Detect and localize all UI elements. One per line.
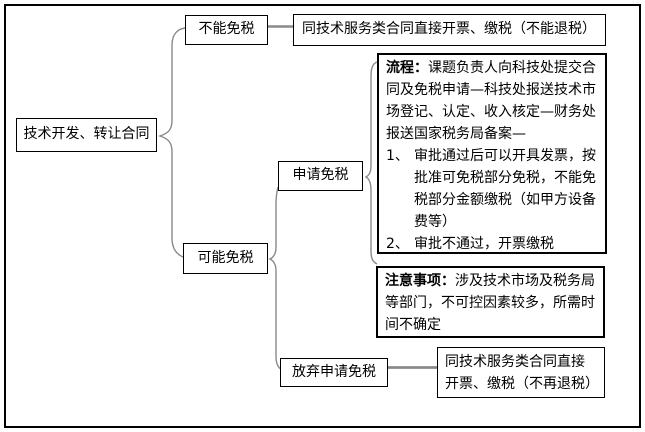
process-paragraph: 流程：课题负责人向科技处提交合同及免税申请—科技处报送技术市场登记、认定、收入核… (386, 57, 597, 145)
brace-maybe-exempt (268, 186, 282, 370)
process-step-1-text: 审批通过后可以开具发票，按批准可免税部分免税，不能免税部分金额缴税（如甲方设备费… (414, 148, 596, 230)
process-step-1: 1、 审批通过后可以开具发票，按批准可免税部分免税，不能免税部分金额缴税（如甲方… (386, 145, 597, 233)
node-cannot-exempt: 不能免税 (185, 15, 268, 45)
brace-apply-exempt (364, 61, 378, 265)
process-step-1-number: 1、 (386, 148, 409, 164)
node-waive-exempt-detail: 同技术服务类合同直接 开票、缴税（不再退税） (437, 347, 605, 398)
process-step-2-number: 2、 (386, 236, 409, 252)
process-step-2-text: 审批不通过，开票缴税 (414, 236, 554, 252)
node-apply-exempt: 申请免税 (278, 161, 363, 191)
waive-detail-line1: 同技术服务类合同直接 (445, 354, 585, 370)
outer-border (4, 4, 641, 428)
node-notes: 注意事项：涉及技术市场及税务局等部门，不可控因素较多，所需时间不确定 (376, 266, 605, 338)
notes-body: 涉及技术市场及税务局等部门，不可控因素较多，所需时间不确定 (385, 273, 595, 333)
notes-paragraph: 注意事项：涉及技术市场及税务局等部门，不可控因素较多，所需时间不确定 (385, 270, 595, 336)
node-process-detail: 流程：课题负责人向科技处提交合同及免税申请—科技处报送技术市场登记、认定、收入核… (377, 53, 607, 254)
process-heading: 流程： (386, 60, 428, 76)
process-body: 课题负责人向科技处提交合同及免税申请—科技处报送技术市场登记、认定、收入核定—财… (386, 60, 596, 142)
node-maybe-exempt: 可能免税 (183, 243, 268, 274)
process-step-2: 2、 审批不通过，开票缴税 (386, 233, 597, 255)
notes-heading: 注意事项： (385, 273, 455, 289)
node-waive-exempt: 放弃申请免税 (280, 358, 388, 387)
node-cannot-exempt-detail: 同技术服务类合同直接开票、缴税（不能退税） (293, 14, 606, 46)
brace-root (157, 27, 186, 258)
waive-detail-line2: 开票、缴税（不再退税） (445, 376, 599, 392)
node-root-contract: 技术开发、转让合同 (16, 118, 157, 152)
